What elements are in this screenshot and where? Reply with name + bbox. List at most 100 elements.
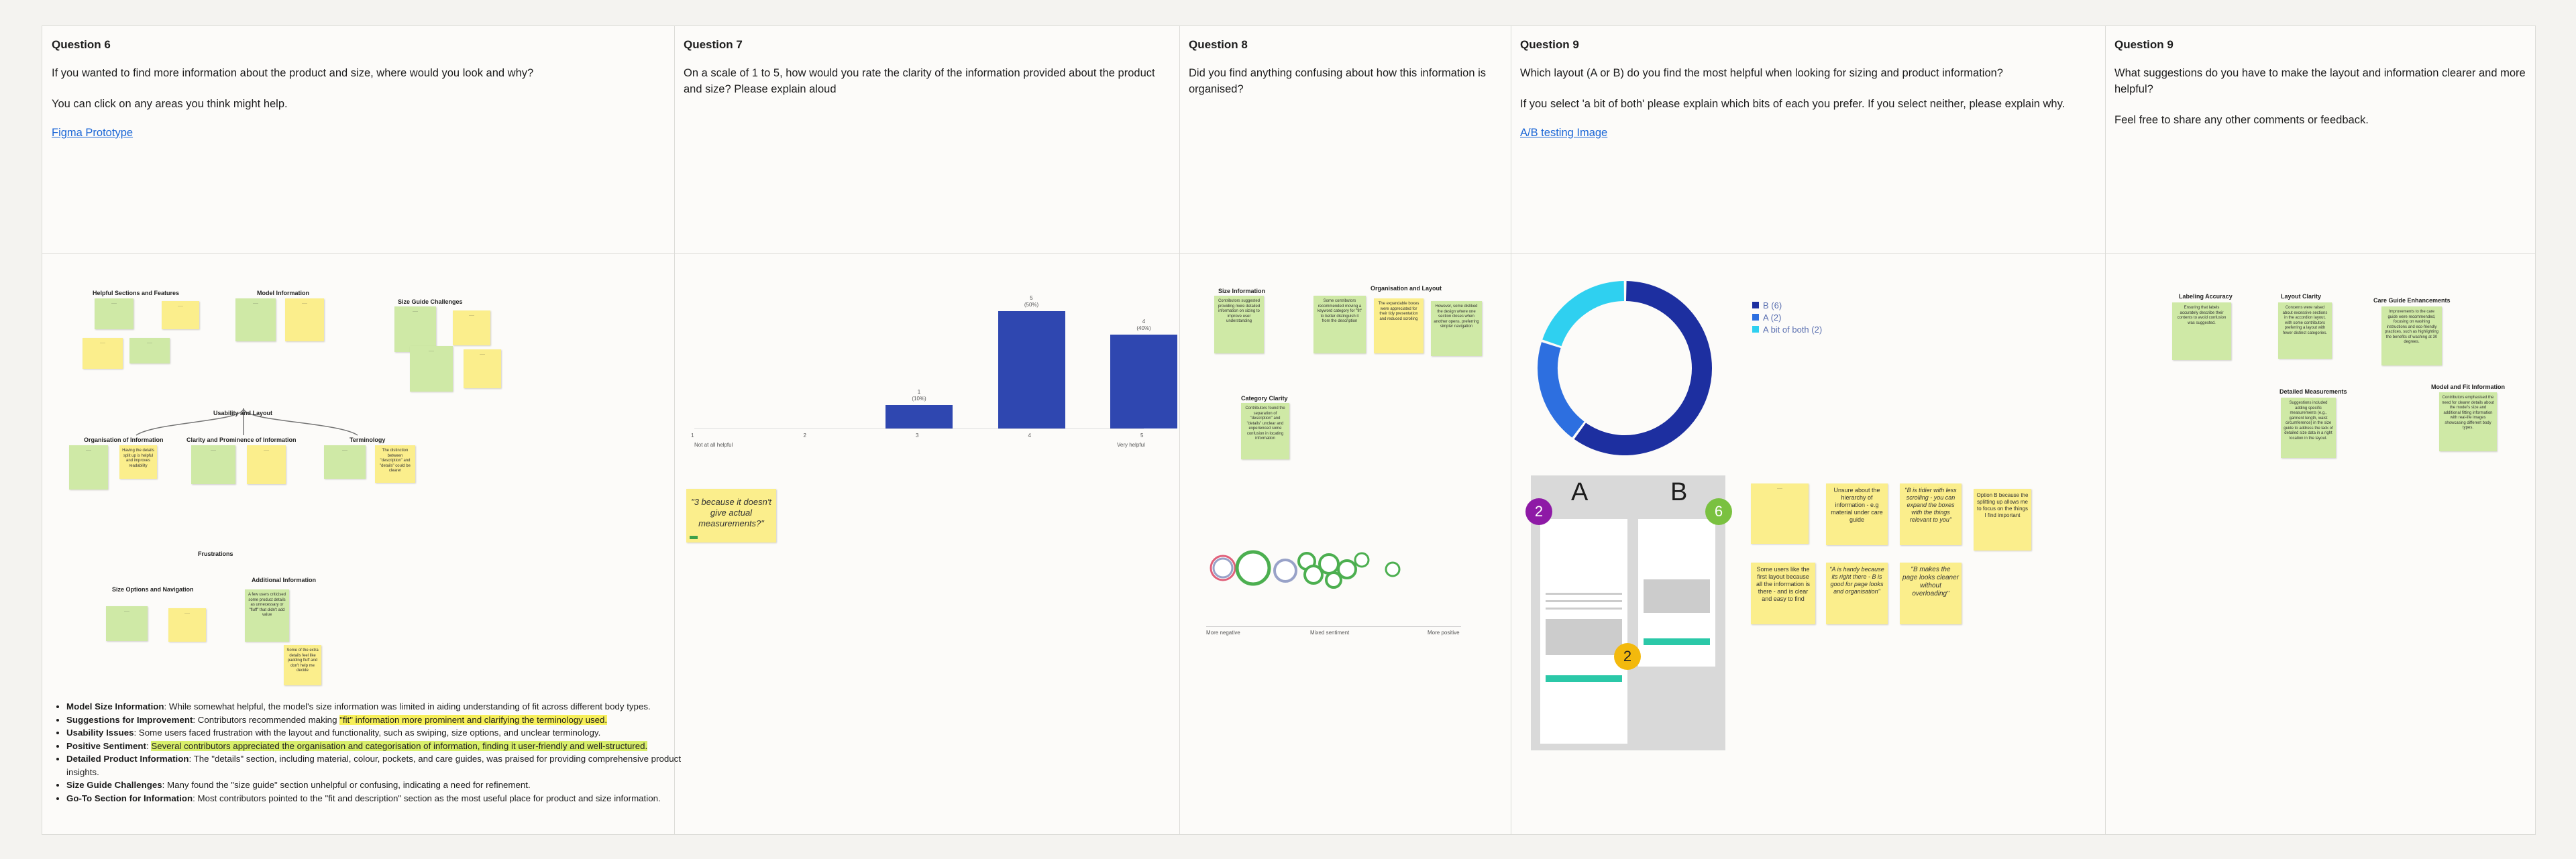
sticky-note[interactable]: Some of the extra details feel like padd… bbox=[284, 645, 321, 685]
legend-item: B (6) bbox=[1752, 300, 1822, 312]
summary-item: Suggestions for Improvement: Contributor… bbox=[66, 713, 690, 727]
sticky-note[interactable]: ···· bbox=[394, 306, 436, 352]
sticky-note[interactable]: ···· bbox=[95, 298, 133, 329]
x-tick-label: 4 bbox=[1028, 433, 1031, 439]
sticky-note[interactable]: Contributors suggested providing more de… bbox=[1214, 296, 1264, 353]
section-label: Model and Fit Information bbox=[2431, 384, 2505, 390]
section-label: Labeling Accuracy bbox=[2179, 293, 2233, 300]
sticky-note[interactable]: Contributors found the separation of "de… bbox=[1241, 403, 1289, 459]
sticky-note[interactable]: Suggestions included adding specific mea… bbox=[2281, 398, 2336, 458]
sticky-note[interactable]: Improvements to the care guide were reco… bbox=[2381, 306, 2442, 365]
sticky-note[interactable]: Concerns were raised about excessive sec… bbox=[2278, 302, 2332, 359]
sticky-note[interactable]: ···· bbox=[168, 608, 206, 642]
figma-prototype-link[interactable]: Figma Prototype bbox=[52, 127, 133, 139]
sticky-note[interactable]: ···· bbox=[410, 346, 453, 392]
summary-list: Model Size Information: While somewhat h… bbox=[54, 700, 690, 805]
sticky-note[interactable]: ···· bbox=[324, 445, 366, 479]
sticky-note[interactable]: ···· bbox=[83, 338, 123, 369]
section-label: Organisation of Information bbox=[84, 437, 164, 443]
question-title: Question 8 bbox=[1189, 38, 1248, 51]
sticky-note[interactable]: ···· bbox=[106, 606, 148, 641]
sticky-note[interactable]: ···· bbox=[247, 445, 286, 484]
sticky-note[interactable]: However, some disliked the design where … bbox=[1431, 301, 1482, 356]
question-title: Question 6 bbox=[52, 38, 111, 51]
sticky-note[interactable]: The expandable boxes were appreciated fo… bbox=[1374, 298, 1424, 353]
sticky-note[interactable]: A few users criticised some product deta… bbox=[245, 589, 289, 642]
section-label: Clarity and Prominence of Information bbox=[186, 437, 297, 443]
bar bbox=[885, 405, 953, 428]
question-8-header: Question 8 Did you find anything confusi… bbox=[1179, 26, 1511, 254]
section-label: Size Guide Challenges bbox=[398, 298, 463, 305]
sticky-note[interactable]: ···· bbox=[235, 298, 276, 341]
sentiment-positive-label: More positive bbox=[1428, 630, 1460, 636]
sticky-note[interactable]: ···· bbox=[453, 310, 490, 345]
question-9-header: Question 9 Which layout (A or B) do you … bbox=[1511, 26, 2105, 254]
question-text: Which layout (A or B) do you find the mo… bbox=[1520, 67, 2003, 79]
question-text: On a scale of 1 to 5, how would you rate… bbox=[684, 67, 1155, 95]
scale-high-label: Very helpful bbox=[1117, 442, 1145, 448]
section-label: Frustrations bbox=[198, 551, 233, 557]
column-question-9-ab: Question 9 Which layout (A or B) do you … bbox=[1511, 26, 2106, 834]
sticky-note[interactable]: Option B because the splitting up allows… bbox=[1974, 489, 2031, 551]
question-9-body: B (6)A (2) A bit of both (2) A B 2 6 2 bbox=[1511, 254, 2105, 834]
question-text: What suggestions do you have to make the… bbox=[2114, 67, 2526, 95]
question-6-body: Helpful Sections and Features Model Info… bbox=[42, 254, 681, 834]
summary-item: Positive Sentiment: Several contributors… bbox=[66, 740, 690, 753]
sticky-note[interactable]: "A is handy because its right there - B … bbox=[1826, 563, 1888, 624]
sticky-note[interactable]: ···· bbox=[464, 349, 501, 388]
sticky-note[interactable]: Ensuring that labels accurately describe… bbox=[2172, 302, 2231, 360]
legend-swatch bbox=[1752, 302, 1759, 308]
sticky-note[interactable]: "B is tidier with less scrolling - you c… bbox=[1900, 483, 1962, 545]
sticky-note[interactable]: ···· bbox=[69, 445, 108, 490]
section-label: Category Clarity bbox=[1241, 395, 1288, 402]
legend-label: A (2) bbox=[1763, 312, 1782, 323]
column-question-8: Question 8 Did you find anything confusi… bbox=[1179, 26, 1511, 834]
data-label: 1 (10%) bbox=[912, 389, 926, 402]
sentiment-mixed-label: Mixed sentiment bbox=[1310, 630, 1350, 636]
sticky-note[interactable]: ···· bbox=[191, 445, 235, 484]
ab-donut-chart bbox=[1538, 281, 1712, 455]
legend-item: A bit of both (2) bbox=[1752, 324, 1822, 336]
sentiment-negative-label: More negative bbox=[1206, 630, 1240, 636]
sticky-note[interactable]: Some contributors recommended moving a k… bbox=[1313, 296, 1366, 353]
scale-low-label: Not at all helpful bbox=[694, 442, 733, 448]
legend-label: A bit of both (2) bbox=[1763, 325, 1823, 335]
legend-item: A (2) bbox=[1752, 312, 1822, 324]
question-text: Did you find anything confusing about ho… bbox=[1189, 67, 1487, 95]
ab-layout-image[interactable]: A B 2 6 2 bbox=[1525, 475, 1732, 750]
ab-testing-image-link[interactable]: A/B testing Image bbox=[1520, 127, 1608, 139]
sticky-note[interactable]: Having the details split up is helpful a… bbox=[119, 445, 157, 479]
summary-item: Usability Issues: Some users faced frust… bbox=[66, 726, 690, 740]
sticky-note-quote[interactable]: "3 because it doesn't give actual measur… bbox=[686, 489, 776, 542]
column-question-9-suggestions: Question 9 What suggestions do you have … bbox=[2105, 26, 2535, 834]
question-9b-header: Question 9 What suggestions do you have … bbox=[2105, 26, 2535, 254]
sentiment-bubbles bbox=[1210, 550, 1401, 589]
summary-item: Size Guide Challenges: Many found the "s… bbox=[66, 779, 690, 792]
bar bbox=[1110, 335, 1177, 428]
question-title: Question 9 bbox=[2114, 38, 2174, 51]
sticky-note[interactable]: ···· bbox=[162, 301, 199, 329]
data-label: 4 (40%) bbox=[1136, 319, 1151, 331]
donut-slice bbox=[1542, 281, 1625, 347]
section-label: Organisation and Layout bbox=[1371, 285, 1442, 292]
question-text: If you select 'a bit of both' please exp… bbox=[1520, 98, 2065, 110]
section-label: Usability and Layout bbox=[213, 410, 273, 416]
sticky-note[interactable]: ···· bbox=[1751, 483, 1809, 544]
legend-swatch bbox=[1752, 326, 1759, 333]
sticky-note[interactable]: ···· bbox=[129, 338, 170, 363]
sticky-note[interactable]: "B makes the page looks cleaner without … bbox=[1900, 563, 1962, 624]
sticky-note[interactable]: Contributors emphasised the need for cle… bbox=[2439, 392, 2497, 451]
sticky-note[interactable]: Unsure about the hierarchy of informatio… bbox=[1826, 483, 1888, 545]
sticky-note[interactable]: ···· bbox=[285, 298, 324, 341]
question-9b-body: Labeling Accuracy Layout Clarity Care Gu… bbox=[2105, 254, 2535, 834]
section-label: Care Guide Enhancements bbox=[2373, 297, 2451, 304]
bar bbox=[998, 311, 1065, 428]
section-label: Size Options and Navigation bbox=[112, 586, 194, 593]
sticky-note[interactable]: Some users like the first layout because… bbox=[1751, 563, 1815, 624]
data-label: 5 (50%) bbox=[1024, 295, 1039, 308]
sticky-note[interactable]: The distinction between "description" an… bbox=[375, 445, 415, 483]
column-question-6: Question 6 If you wanted to find more in… bbox=[42, 26, 681, 834]
question-text: If you wanted to find more information a… bbox=[52, 67, 534, 79]
